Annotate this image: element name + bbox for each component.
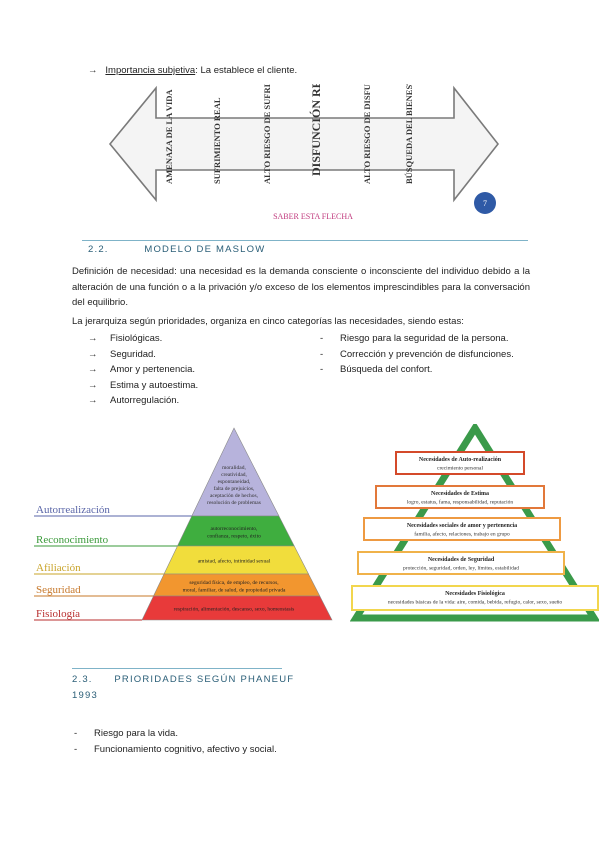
list-item: - Riesgo para la seguridad de la persona.: [320, 333, 508, 344]
needs-box-title: Necesidades de Seguridad: [428, 557, 495, 563]
needs-box-title: Necesidades de Auto-realización: [419, 457, 502, 463]
pyramid-level-text: moralidad,: [222, 465, 246, 471]
list-item: - Búsqueda del confort.: [320, 364, 432, 375]
section-heading-2-3: 2.3. PRIORIDADES SEGÚN PHANEUF: [72, 674, 294, 685]
arrow-bullet: →: [88, 379, 98, 391]
arrow-bullet: →: [88, 333, 98, 344]
list-item-text: Seguridad.: [110, 348, 156, 360]
maslow-pyramid: Autorrealización moralidad,creatividad,es…: [34, 427, 333, 621]
dash-bullet: -: [74, 743, 78, 755]
list-item-text: Corrección y prevención de disfunciones.: [340, 348, 514, 360]
arrow-label: DISFUNCIÓN REAL: [309, 84, 323, 176]
section-rule-top: [82, 240, 528, 241]
list-item-text: Fisiológicas.: [110, 333, 163, 344]
pyramid-level-text: seguridad física, de empleo, de recursos…: [189, 579, 279, 586]
list-item-text: Búsqueda del confort.: [340, 364, 433, 375]
arrow-bullet: →: [88, 348, 98, 360]
needs-box-text: protección, seguridad, orden, ley, límit…: [403, 566, 519, 572]
dash-bullet: -: [320, 348, 324, 360]
list-item-text: Riesgo para la vida.: [94, 728, 178, 739]
pyramid-level-text: moral, familiar, de salud, de propiedad …: [183, 586, 286, 593]
arrow-bullet: →: [88, 65, 98, 76]
arrow-bullet: →: [88, 364, 98, 375]
list-item-text: Amor y pertenencia.: [110, 364, 196, 375]
section-title: MODELO DE MASLOW: [144, 244, 266, 255]
dash-bullet: -: [74, 728, 78, 739]
intro-rest: : La establece el cliente.: [195, 65, 298, 76]
pyramid-level-label: Autorrealización: [36, 504, 110, 516]
arrow-label: SUFRIMIENTO REAL: [212, 97, 222, 184]
pyramid-level-text: espontaneidad,: [218, 479, 251, 485]
intro-line: → Importancia subjetiva: La establece el…: [88, 65, 297, 76]
definition-paragraph: Definición de necesidad: una necesidad e…: [72, 266, 530, 308]
list-item: - Funcionamiento cognitivo, afectivo y s…: [74, 742, 284, 758]
pyramid-level-text: aceptación de hechos,: [210, 493, 259, 499]
arrow-label: ALTO RIESGO DE SUFRIMIENTO: [262, 84, 272, 184]
arrow-label: AMENAZA DE LA VIDA: [164, 89, 174, 184]
needs-box-title: Necesidades sociales de amor y pertenenc…: [407, 523, 517, 529]
page-badge-number: 7: [483, 199, 487, 208]
list-needs: → Fisiológicas. → Seguridad. → Amor y pertene…: [88, 333, 308, 413]
hierarchy-intro: La jerarquiza según prioridades, organiz…: [72, 316, 464, 327]
list-item: → Fisiológicas.: [88, 333, 162, 344]
list-item: - Riesgo para la vida.: [74, 726, 284, 742]
section-number: 2.3.: [72, 674, 93, 685]
arrow-caption: SABER ESTA FLECHA: [273, 212, 353, 221]
list-item-text: Estima y autoestima.: [110, 379, 199, 391]
section-heading-2-2: 2.2. MODELO DE MASLOW: [88, 244, 265, 255]
pyramid-level: [141, 595, 333, 621]
needs-box-text: familia, afecto, relaciones, trabajo en …: [414, 531, 510, 538]
section-title: PRIORIDADES SEGÚN PHANEUF: [114, 674, 295, 685]
needs-box-title: Necesidades Fisiológica: [445, 591, 505, 597]
pyramid-level-text: resolución de problemas: [207, 500, 261, 506]
priority-arrow-figure: AMENAZA DE LA VIDA SUFRIMIENTO REAL ALTO R…: [108, 84, 500, 221]
dash-bullet: -: [320, 364, 324, 375]
pyramid-level-text: creatividad,: [221, 472, 247, 478]
section-number: 2.2.: [88, 244, 109, 255]
pyramid-level-label: Reconocimiento: [36, 534, 109, 546]
double-arrow-shape: [108, 85, 500, 203]
needs-box-title: Necesidades de Estima: [431, 491, 489, 497]
pyramid-level-label: Afiliación: [36, 562, 81, 574]
needs-box: [363, 517, 561, 541]
list-item: → Estima y autoestima.: [88, 380, 198, 391]
list-priorities: - Riesgo para la seguridad de la persona.…: [320, 333, 540, 383]
needs-box-pyramid: Necesidades de Auto-realización crecimien…: [350, 424, 599, 622]
list-item: → Seguridad.: [88, 349, 156, 360]
list-2-3: - Riesgo para la vida. - Funcionamiento …: [74, 726, 284, 757]
pyramid-level-text: confianza, respeto, éxito: [207, 532, 261, 539]
list-item: → Amor y pertenencia.: [88, 364, 195, 375]
needs-box-text: crecimiento personal: [437, 466, 483, 472]
section-rule-2-3: [72, 668, 282, 669]
list-item-text: Funcionamiento cognitivo, afectivo y soc…: [94, 743, 277, 755]
dash-bullet: -: [320, 333, 324, 344]
list-item: - Corrección y prevención de disfunciones…: [320, 349, 514, 360]
needs-box: [375, 485, 545, 509]
pyramid-level-text: autorreconocimiento,: [211, 526, 259, 532]
arrow-bullet: →: [88, 395, 98, 406]
list-item-text: Riesgo para la seguridad de la persona.: [340, 333, 509, 344]
list-item: → Autorregulación.: [88, 395, 179, 406]
pyramid-level-label: Fisiología: [36, 608, 80, 620]
pyramid-level-text: falta de prejuicios,: [214, 485, 255, 492]
list-item-text: Autorregulación.: [110, 395, 180, 406]
needs-box: [357, 551, 565, 575]
needs-box: [351, 585, 599, 611]
arrow-label: ALTO RIESGO DE DISFUNCIÓN: [362, 84, 372, 184]
arrow-label: BÚSQUEDA DEL BIENESTAR: [404, 84, 414, 184]
pyramid-level-label: Seguridad: [36, 584, 81, 596]
page-badge: [474, 192, 496, 214]
intro-label: Importancia subjetiva: [105, 65, 196, 76]
needs-box: [395, 451, 525, 475]
pyramid-level-text: amistad, afecto, intimidad sexual: [198, 558, 271, 565]
needs-box-text: necesidades básicas de la vida: aire, co…: [388, 599, 563, 606]
needs-box-text: logro, estatus, fama, responsabilidad, r…: [407, 499, 514, 506]
pyramid-level-text: respiración, alimentación, descanso, sex…: [174, 607, 295, 613]
section-year: 1993: [72, 690, 98, 701]
